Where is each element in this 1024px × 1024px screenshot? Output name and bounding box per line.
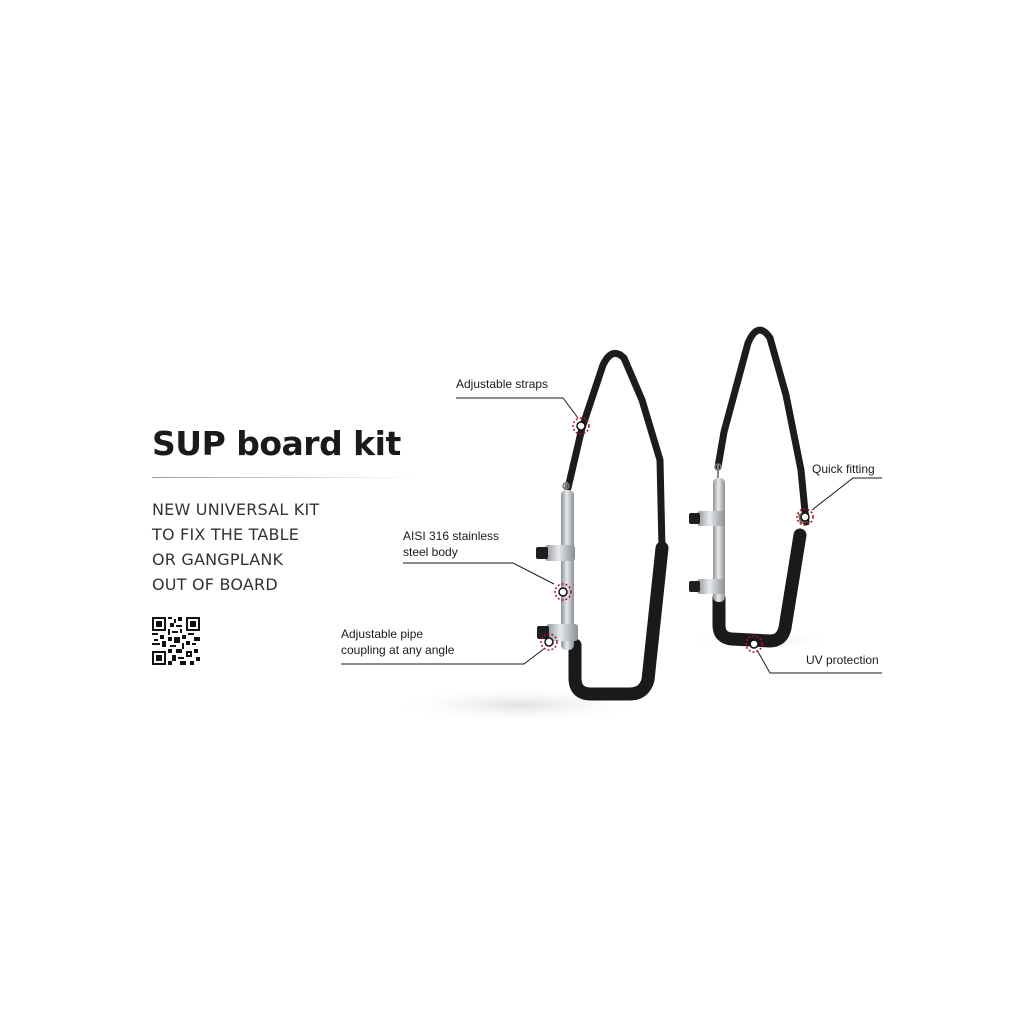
- hotspot-ring-icon[interactable]: [745, 635, 763, 653]
- callout-label: UV protection: [806, 653, 879, 667]
- callout-label: Adjustable pipe: [341, 627, 424, 641]
- leader-coupling: [341, 647, 546, 665]
- subtitle-line-3: OR GANGPLANK: [152, 550, 284, 569]
- hotspot-ring-icon[interactable]: [572, 417, 590, 435]
- subtitle-line-2: TO FIX THE TABLE: [152, 525, 300, 544]
- right-steel-pole: [689, 478, 725, 602]
- callout-steel-body: AISI 316 stainless steel body: [403, 528, 499, 560]
- hotspot-ring-icon[interactable]: [554, 583, 572, 601]
- left-strap-assembly: [562, 349, 666, 566]
- callout-adjustable-straps: Adjustable straps: [456, 376, 548, 392]
- callout-label: steel body: [403, 545, 458, 559]
- right-protected-loop: [712, 528, 807, 648]
- subtitle-line-1: NEW UNIVERSAL KIT: [152, 500, 320, 519]
- subtitle-line-4: OUT OF BOARD: [152, 575, 278, 594]
- callout-label: AISI 316 stainless: [403, 529, 500, 543]
- right-strap-assembly: [714, 326, 810, 526]
- leader-straps: [456, 397, 579, 419]
- left-protected-loop: [568, 541, 669, 701]
- qr-code-icon[interactable]: [152, 617, 200, 665]
- callout-uv-protection: UV protection: [806, 652, 879, 668]
- product-subtitle: NEW UNIVERSAL KIT TO FIX THE TABLE OR GA…: [152, 497, 319, 597]
- left-steel-pole: [536, 490, 578, 650]
- callout-label: coupling at any angle: [341, 643, 455, 657]
- leader-steel: [403, 562, 555, 585]
- hotspot-ring-icon[interactable]: [540, 633, 558, 651]
- leader-fitting: [811, 477, 882, 511]
- callout-pipe-coupling: Adjustable pipe coupling at any angle: [341, 626, 454, 658]
- callout-label: Quick fitting: [812, 462, 875, 476]
- callout-label: Adjustable straps: [456, 377, 549, 391]
- leader-uv: [756, 649, 882, 674]
- title-divider: [152, 477, 417, 478]
- product-title: SUP board kit: [152, 424, 401, 463]
- hotspot-ring-icon[interactable]: [796, 508, 814, 526]
- callout-quick-fitting: Quick fitting: [812, 461, 875, 477]
